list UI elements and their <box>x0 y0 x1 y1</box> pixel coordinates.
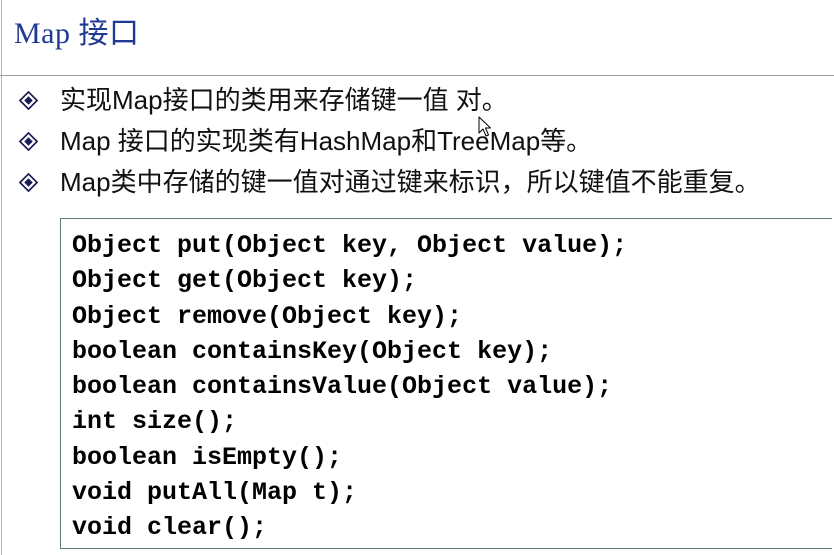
bullet-text: Map 接口的实现类有HashMap和TreeMap等。 <box>60 126 593 156</box>
code-line-get: Object get(Object key); <box>72 266 418 296</box>
title-divider <box>0 75 834 76</box>
code-line-clear: void clear(); <box>72 513 268 543</box>
bullet-item: Map类中存储的键一值对通过键来标识，所以键值不能重复。 <box>0 162 834 203</box>
slide-left-border <box>1 0 2 555</box>
mouse-pointer-icon <box>478 116 491 137</box>
bullet-item: 实现Map接口的类用来存储键一值 对。 <box>0 80 834 121</box>
code-line-remove: Object remove(Object key); <box>72 301 463 331</box>
bullet-text: Map类中存储的键一值对通过键来标识，所以键值不能重复。 <box>60 167 761 197</box>
code-line-contains-value: boolean containsValue(Object value); <box>72 372 613 402</box>
diamond-bullet-icon <box>19 91 38 110</box>
code-line-size: int size(); <box>72 407 238 437</box>
code-line-put: Object put(Object key, Object value); <box>72 231 628 260</box>
bullet-item: Map 接口的实现类有HashMap和TreeMap等。 <box>0 121 834 162</box>
bullet-text: 实现Map接口的类用来存储键一值 对。 <box>60 85 508 115</box>
code-block: Object put(Object key, Object value); Ob… <box>60 218 832 549</box>
code-line-is-empty: boolean isEmpty(); <box>72 442 343 472</box>
diamond-bullet-icon <box>19 173 38 192</box>
slide-title: Map 接口 <box>14 17 140 50</box>
code-line-contains-key: boolean containsKey(Object key); <box>72 336 553 366</box>
code-line-put-all: void putAll(Map t); <box>72 478 358 508</box>
diamond-bullet-icon <box>19 132 38 151</box>
bullet-list: 实现Map接口的类用来存储键一值 对。 Map 接口的实现类有HashMap和T… <box>0 80 834 203</box>
